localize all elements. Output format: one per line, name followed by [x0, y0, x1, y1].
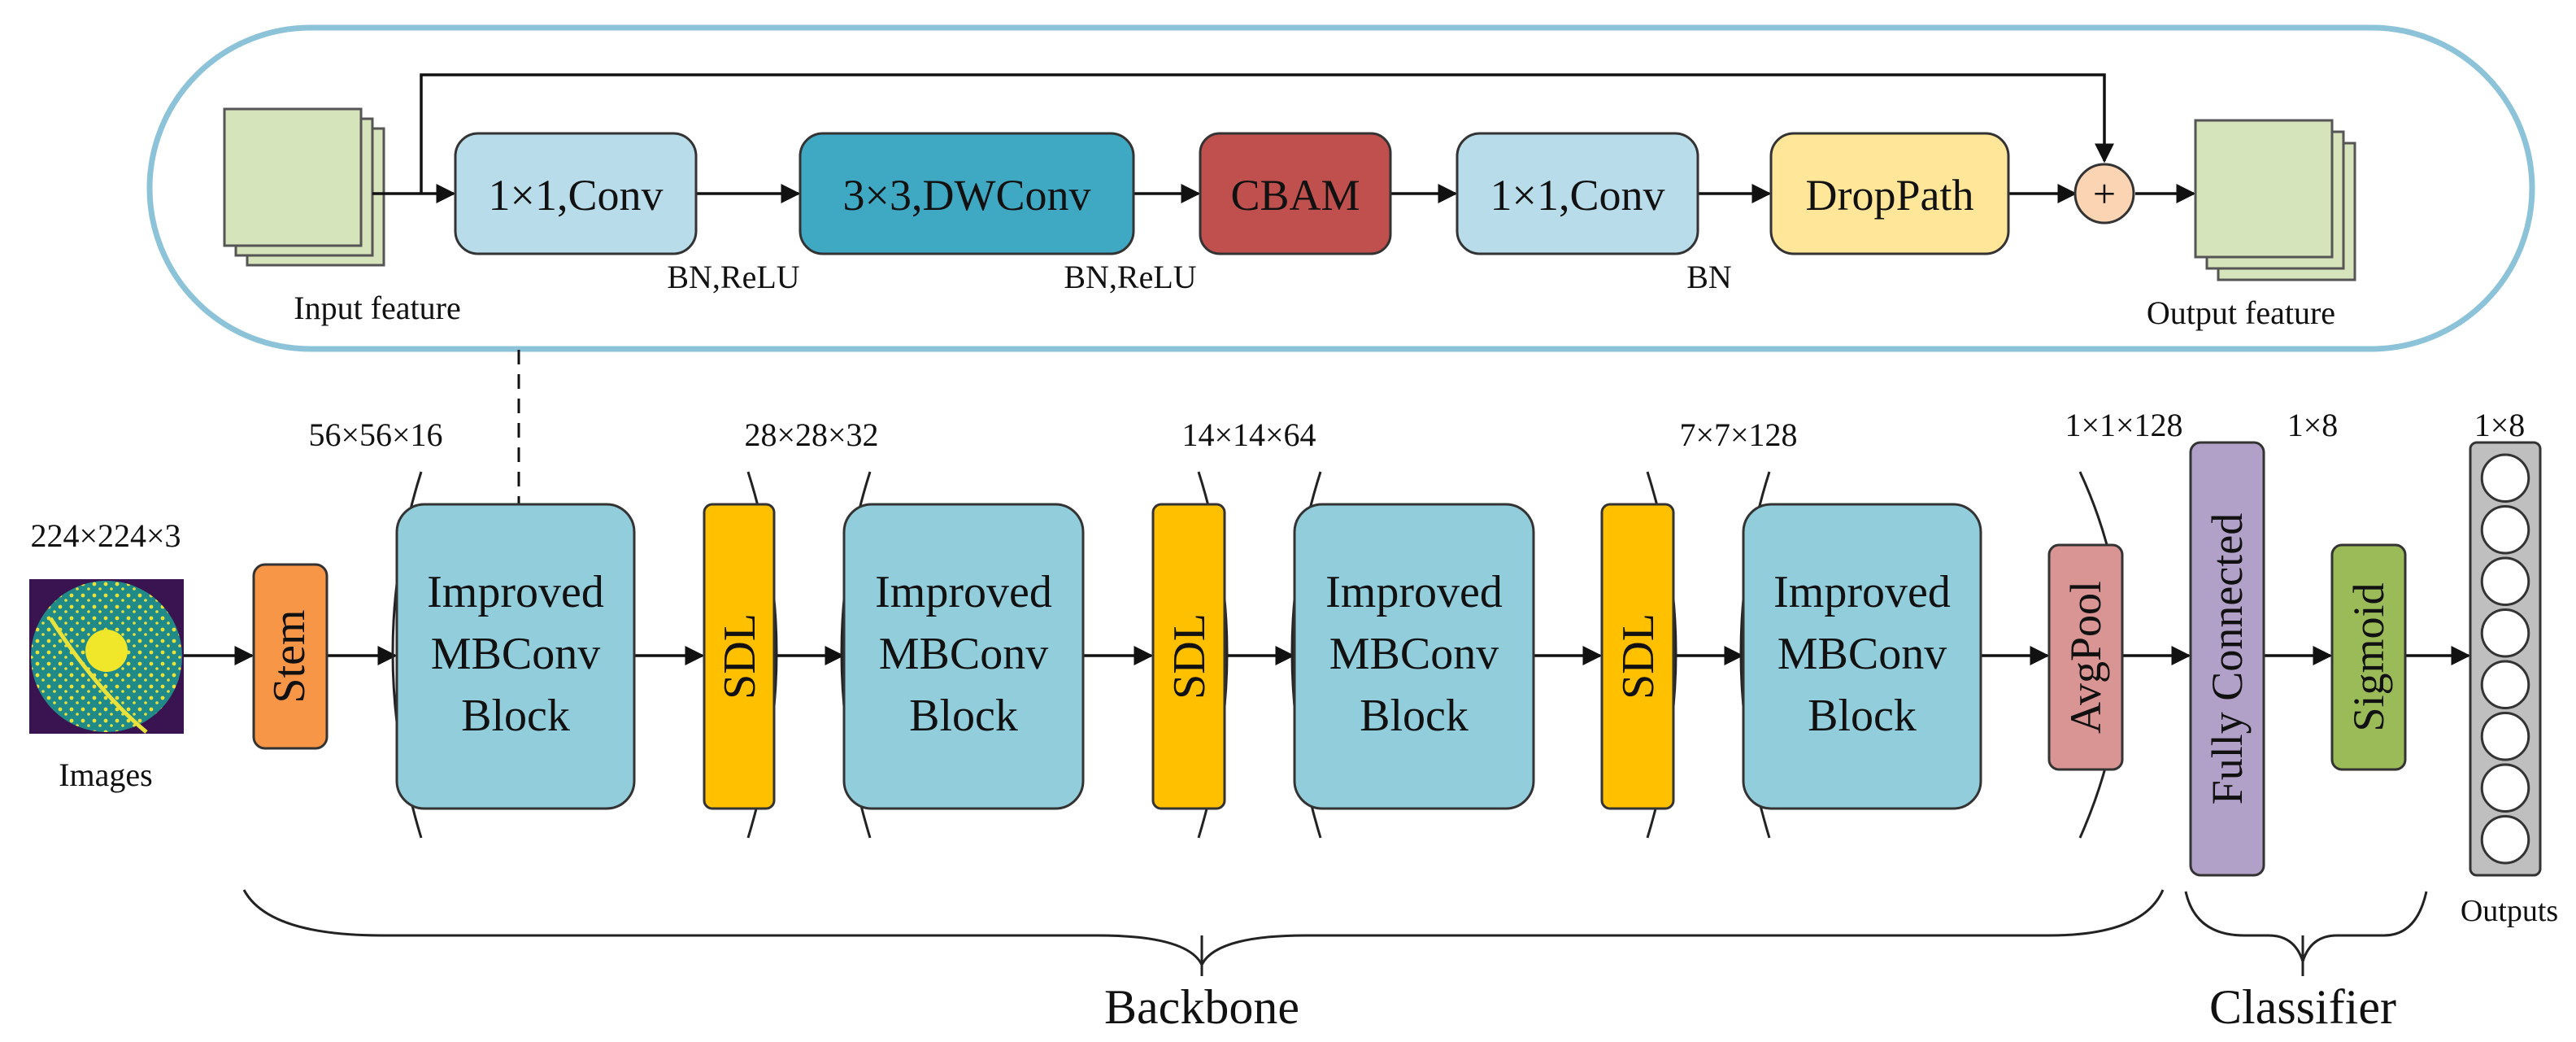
- fully-connected-label: Fully Connected: [2203, 513, 2252, 804]
- mbconv-4-line1: Improved: [1773, 567, 1951, 617]
- conv2-block: 1×1,Conv: [1456, 132, 1699, 255]
- images-label: Images: [59, 756, 153, 793]
- output-node: [2480, 453, 2530, 503]
- output-node: [2480, 608, 2530, 658]
- dim-pool: 1×1×128: [2065, 407, 2182, 443]
- stem-label: Stem: [264, 609, 315, 703]
- mbconv-2-line1: Improved: [875, 567, 1052, 617]
- conv1-block: 1×1,Conv: [454, 132, 698, 255]
- outputs-label: Outputs: [2461, 894, 2558, 928]
- mbconv-3-line2: MBConv: [1329, 629, 1499, 679]
- mbconv-3-line1: Improved: [1325, 567, 1503, 617]
- output-node: [2480, 712, 2530, 761]
- output-node: [2480, 660, 2530, 709]
- dim-stage2: 28×28×32: [744, 416, 878, 453]
- backbone-brace: [242, 889, 2165, 968]
- avgpool-label: AvgPool: [2061, 581, 2110, 734]
- skip-connection-line: [420, 73, 2114, 194]
- mbconv-3-line3: Block: [1360, 691, 1469, 741]
- mbconv-block-1: Improved MBConv Block: [395, 503, 636, 810]
- fully-connected-block: Fully Connected: [2189, 441, 2265, 877]
- output-node: [2480, 815, 2530, 865]
- conv1-label: 1×1,Conv: [489, 171, 664, 220]
- classifier-label: Classifier: [2209, 980, 2396, 1034]
- bn-label: BN: [1686, 259, 1732, 295]
- mbconv-2-line2: MBConv: [879, 629, 1049, 679]
- dim-input: 224×224×3: [30, 517, 181, 554]
- dim-fc: 1×8: [2287, 407, 2339, 443]
- droppath-block: DropPath: [1769, 132, 2010, 255]
- output-column: [2469, 441, 2542, 877]
- mbconv-2-line3: Block: [909, 691, 1018, 741]
- input-feature-stack: [223, 107, 385, 267]
- sdl-block-2: SDL: [1151, 503, 1226, 810]
- dim-out: 1×8: [2474, 407, 2526, 443]
- output-node: [2480, 505, 2530, 555]
- sdl-2-label: SDL: [1164, 613, 1215, 700]
- mbconv-1-line3: Block: [461, 691, 570, 741]
- sdl-block-1: SDL: [703, 503, 776, 810]
- plus-icon: +: [2093, 171, 2116, 216]
- output-node: [2480, 763, 2530, 813]
- mbconv-block-3: Improved MBConv Block: [1293, 503, 1535, 810]
- sdl-block-3: SDL: [1600, 503, 1675, 810]
- mbconv-block-4: Improved MBConv Block: [1742, 503, 1982, 810]
- bn-relu-label-2: BN,ReLU: [1064, 259, 1196, 295]
- add-node: +: [2073, 163, 2135, 225]
- cbam-block: CBAM: [1199, 132, 1392, 255]
- dwconv-block: 3×3,DWConv: [798, 132, 1135, 255]
- input-image: [29, 579, 184, 734]
- conv2-label: 1×1,Conv: [1490, 171, 1665, 220]
- dim-stage1: 56×56×16: [308, 416, 442, 453]
- dim-stage4: 7×7×128: [1679, 416, 1797, 453]
- classifier-brace: [2184, 891, 2428, 966]
- mbconv-4-line3: Block: [1808, 691, 1917, 741]
- bn-relu-label-1: BN,ReLU: [667, 259, 799, 295]
- mbconv-1-line1: Improved: [427, 567, 604, 617]
- mbconv-block-2: Improved MBConv Block: [842, 503, 1085, 810]
- cbam-label: CBAM: [1230, 171, 1360, 220]
- backbone-label: Backbone: [1104, 980, 1299, 1034]
- sigmoid-block: Sigmoid: [2330, 543, 2407, 771]
- sdl-3-label: SDL: [1613, 613, 1664, 700]
- sdl-1-label: SDL: [715, 613, 765, 700]
- droppath-label: DropPath: [1806, 171, 1974, 220]
- output-feature-label: Output feature: [2147, 294, 2335, 331]
- module-capsule: [146, 24, 2535, 352]
- mbconv-4-line2: MBConv: [1778, 629, 1947, 679]
- avgpool-block: AvgPool: [2047, 543, 2124, 771]
- sigmoid-label: Sigmoid: [2344, 582, 2393, 731]
- dwconv-label: 3×3,DWConv: [843, 171, 1091, 220]
- output-feature-stack: [2194, 119, 2356, 281]
- input-feature-label: Input feature: [294, 290, 460, 326]
- mbconv-1-line2: MBConv: [431, 629, 601, 679]
- output-node: [2480, 556, 2530, 606]
- dim-stage3: 14×14×64: [1181, 416, 1316, 453]
- stem-block: Stem: [252, 563, 329, 750]
